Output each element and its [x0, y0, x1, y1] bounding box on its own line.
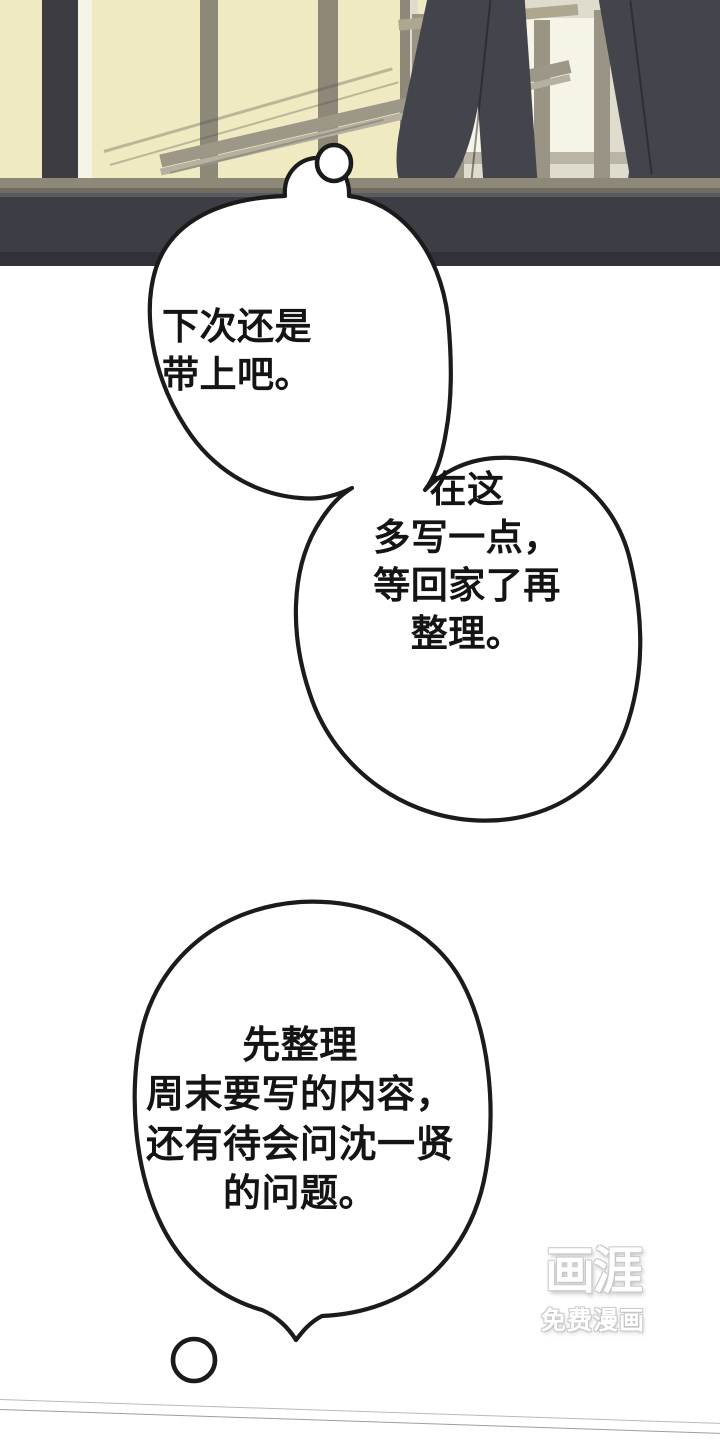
- dark-ledge-highlight: [0, 193, 720, 197]
- dark-ledge-shadow: [0, 252, 720, 266]
- watermark-logo: 画涯: [545, 1242, 643, 1300]
- bubble-3-tail-circle: [170, 1336, 218, 1384]
- window-mullion-3: [318, 0, 338, 183]
- railing-slat-5: [594, 10, 610, 182]
- window-mullion-2: [210, 0, 218, 185]
- watermark-subtitle: 免费漫画: [540, 1306, 645, 1335]
- window-pane-left: [0, 0, 42, 188]
- window-mullion-4: [400, 0, 410, 180]
- watermark: 画涯 免费漫画: [518, 1246, 668, 1337]
- window-mullion-1: [200, 0, 210, 185]
- window-pane-bright-1: [78, 0, 94, 186]
- art-panel-interior-scene: [0, 0, 720, 266]
- bubble-1-text: 下次还是 带上吧。: [162, 306, 312, 396]
- railing-slat-4: [534, 20, 550, 184]
- bubble-2-text: 在这 多写一点， 等回家了再 整理。: [373, 469, 561, 655]
- dark-pillar: [42, 0, 78, 190]
- bubble-3-text: 先整理 周末要写的内容， 还有待会问沈一贤 的问题。: [145, 1025, 454, 1216]
- next-panel-line-2: [0, 1409, 720, 1436]
